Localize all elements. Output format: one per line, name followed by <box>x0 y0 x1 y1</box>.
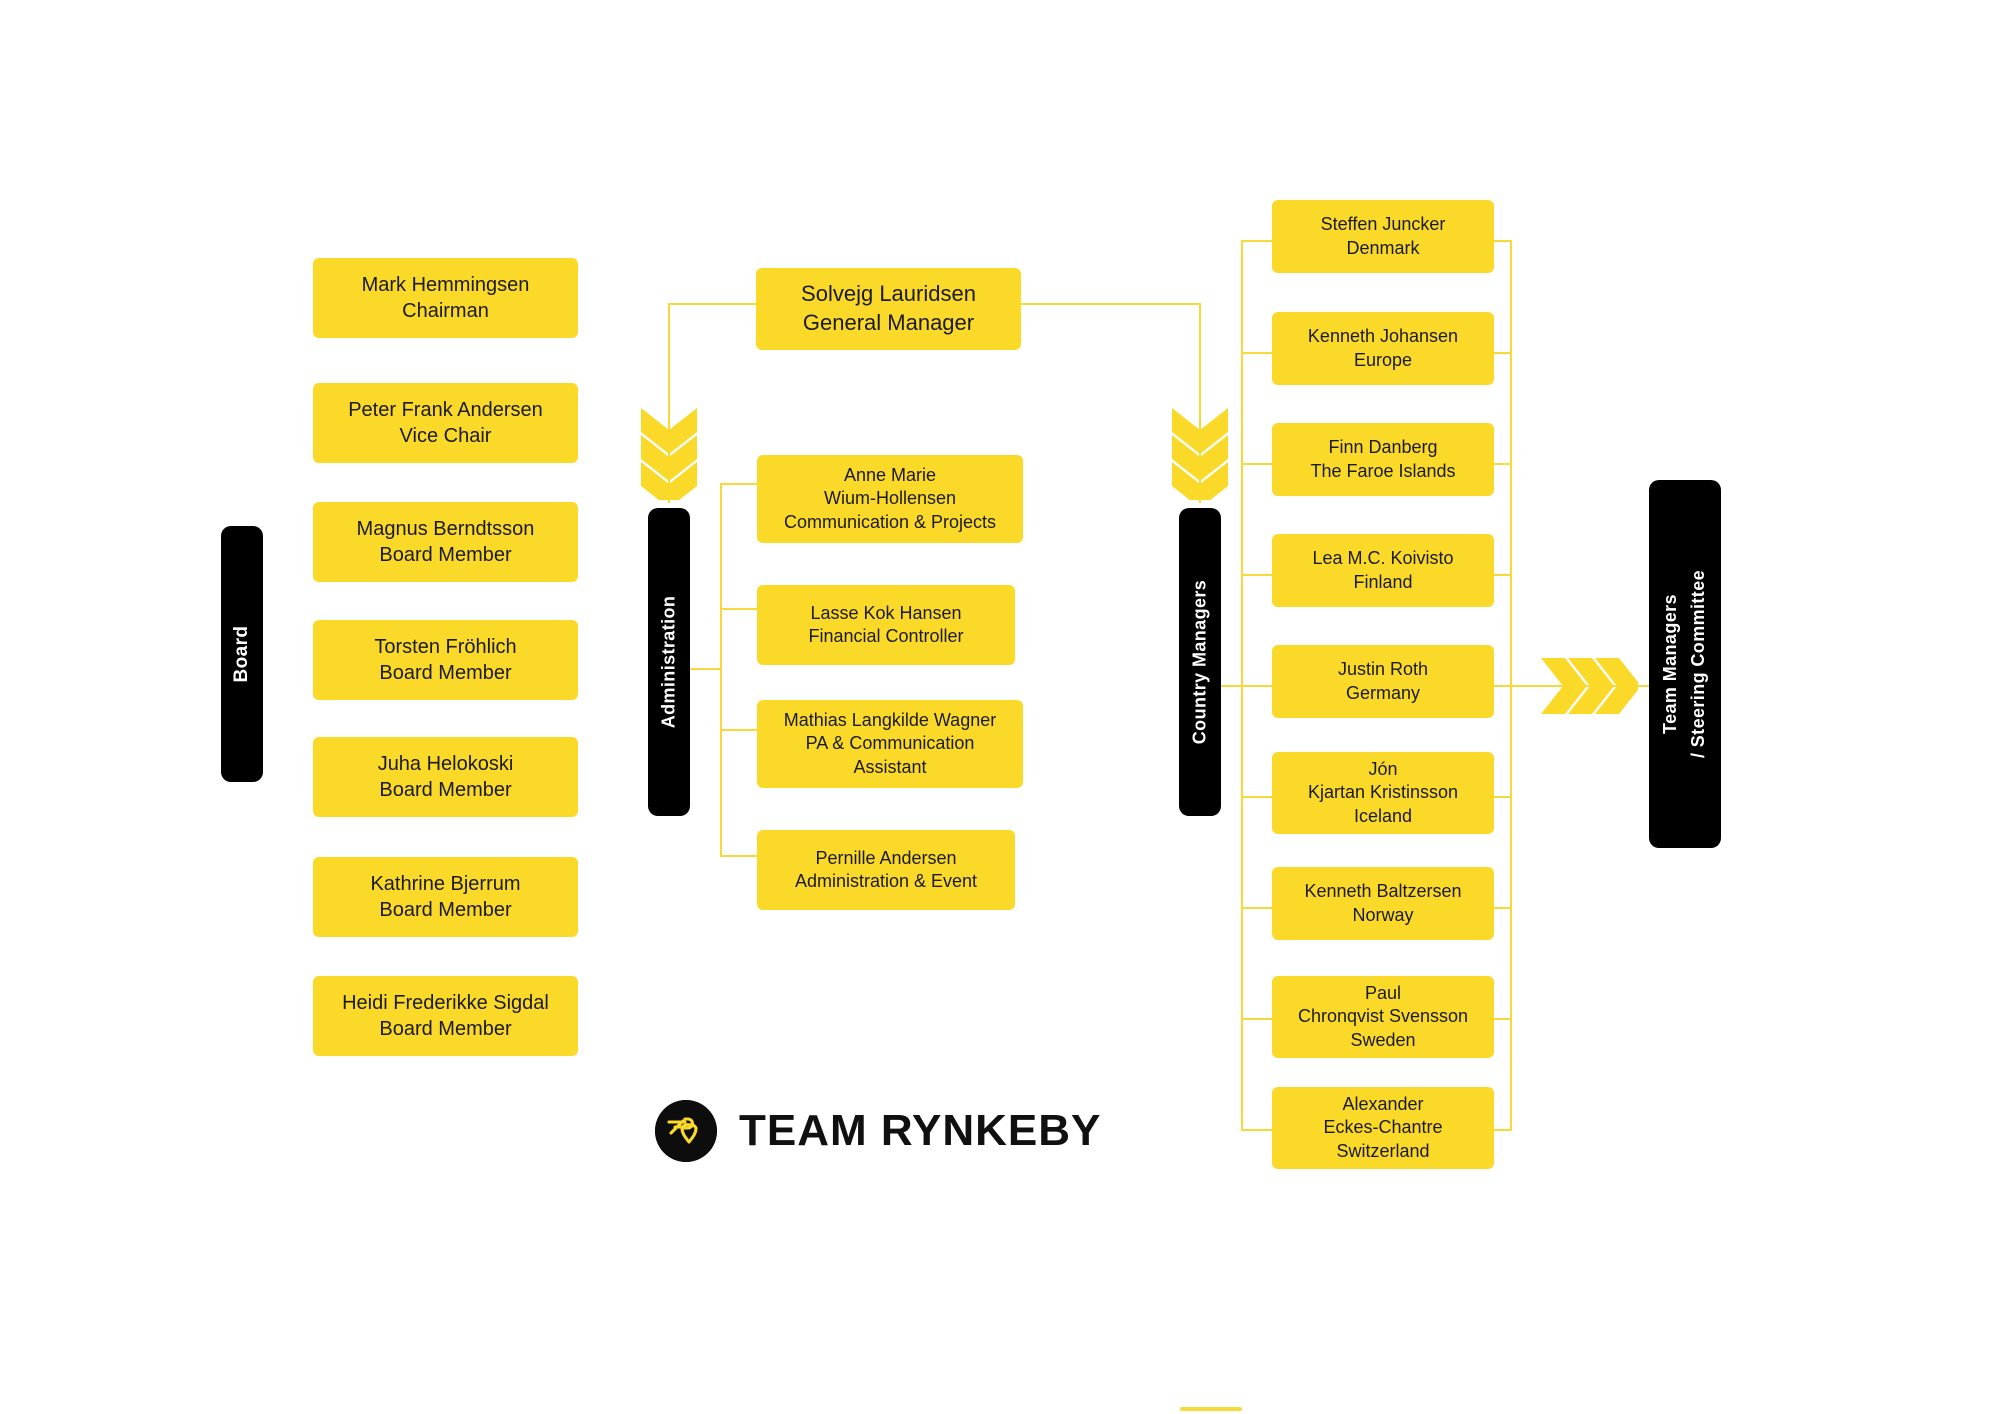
general-manager-card[interactable]: Solvejg Lauridsen General Manager <box>756 268 1021 350</box>
connector-gm-right-vertical <box>1199 303 1201 503</box>
group-bar-team-managers-label: Team Managers / Steering Committee <box>1660 569 1708 759</box>
connector-country-left-5 <box>1241 796 1273 798</box>
country-card-0[interactable]: Steffen Juncker Denmark <box>1272 200 1494 273</box>
connector-admin-branch-2 <box>720 729 758 731</box>
country-card-4[interactable]: Justin Roth Germany <box>1272 645 1494 718</box>
country-card-8[interactable]: Alexander Eckes-Chantre Switzerland <box>1272 1087 1494 1169</box>
board-card-4[interactable]: Juha Helokoski Board Member <box>313 737 578 817</box>
connector-country-right-1 <box>1480 352 1512 354</box>
connector-admin-branch-0 <box>720 483 758 485</box>
connector-country-left-8 <box>1241 1129 1273 1131</box>
connector-country-left-4 <box>1241 685 1273 687</box>
administration-card-2[interactable]: Mathias Langkilde Wagner PA & Communicat… <box>757 700 1023 788</box>
connector-country-right-2 <box>1480 463 1512 465</box>
administration-card-0[interactable]: Anne Marie Wium-Hollensen Communication … <box>757 455 1023 543</box>
administration-card-3[interactable]: Pernille Andersen Administration & Event <box>757 830 1015 910</box>
group-bar-team-managers: Team Managers / Steering Committee <box>1649 480 1721 848</box>
group-bar-country-managers: Country Managers <box>1179 508 1221 816</box>
country-card-6[interactable]: Kenneth Baltzersen Norway <box>1272 867 1494 940</box>
connector-country-stub <box>1221 685 1243 687</box>
connector-admin-branch-3 <box>720 855 758 857</box>
board-card-3[interactable]: Torsten Fröhlich Board Member <box>313 620 578 700</box>
chevron-down-country-managers-icon <box>1169 405 1231 508</box>
connector-country-left-7 <box>1241 1018 1273 1020</box>
board-card-0[interactable]: Mark Hemmingsen Chairman <box>313 258 578 338</box>
connector-admin-stub <box>690 668 722 670</box>
cyclist-heart-icon <box>655 1100 717 1162</box>
connector-country-left-0 <box>1241 240 1273 242</box>
connector-country-right-7 <box>1480 1018 1512 1020</box>
board-card-5[interactable]: Kathrine Bjerrum Board Member <box>313 857 578 937</box>
country-card-2[interactable]: Finn Danberg The Faroe Islands <box>1272 423 1494 496</box>
country-card-5[interactable]: Jón Kjartan Kristinsson Iceland <box>1272 752 1494 834</box>
country-card-7[interactable]: Paul Chronqvist Svensson Sweden <box>1272 976 1494 1058</box>
connector-gm-left-horizontal <box>668 303 758 305</box>
chevron-right-team-managers-icon <box>1538 655 1641 717</box>
connector-country-left-2 <box>1241 463 1273 465</box>
connector-admin-branch-1 <box>720 608 758 610</box>
country-card-1[interactable]: Kenneth Johansen Europe <box>1272 312 1494 385</box>
country-card-3[interactable]: Lea M.C. Koivisto Finland <box>1272 534 1494 607</box>
connector-admin-spine <box>720 483 722 855</box>
connector-gm-left-vertical <box>668 303 670 503</box>
page-bottom-marker <box>1180 1407 1242 1411</box>
connector-country-right-0 <box>1480 240 1512 242</box>
board-card-2[interactable]: Magnus Berndtsson Board Member <box>313 502 578 582</box>
connector-country-left-1 <box>1241 352 1273 354</box>
group-bar-administration-label: Administration <box>658 595 679 729</box>
connector-country-right-4 <box>1480 685 1512 687</box>
board-card-1[interactable]: Peter Frank Andersen Vice Chair <box>313 383 578 463</box>
group-bar-board-label: Board <box>231 625 252 683</box>
board-card-6[interactable]: Heidi Frederikke Sigdal Board Member <box>313 976 578 1056</box>
group-bar-administration: Administration <box>648 508 690 816</box>
administration-card-1[interactable]: Lasse Kok Hansen Financial Controller <box>757 585 1015 665</box>
connector-country-right-3 <box>1480 574 1512 576</box>
connector-country-right-8 <box>1480 1129 1512 1131</box>
connector-country-right-5 <box>1480 796 1512 798</box>
brand-logo: TEAM RYNKEBY <box>655 1100 1101 1162</box>
connector-country-left-6 <box>1241 907 1273 909</box>
chevron-down-administration-icon <box>638 405 700 508</box>
connector-country-right-6 <box>1480 907 1512 909</box>
group-bar-country-managers-label: Country Managers <box>1189 579 1210 745</box>
connector-country-left-3 <box>1241 574 1273 576</box>
connector-gm-right-horizontal <box>1019 303 1201 305</box>
brand-wordmark: TEAM RYNKEBY <box>739 1106 1102 1155</box>
group-bar-board: Board <box>221 526 263 782</box>
